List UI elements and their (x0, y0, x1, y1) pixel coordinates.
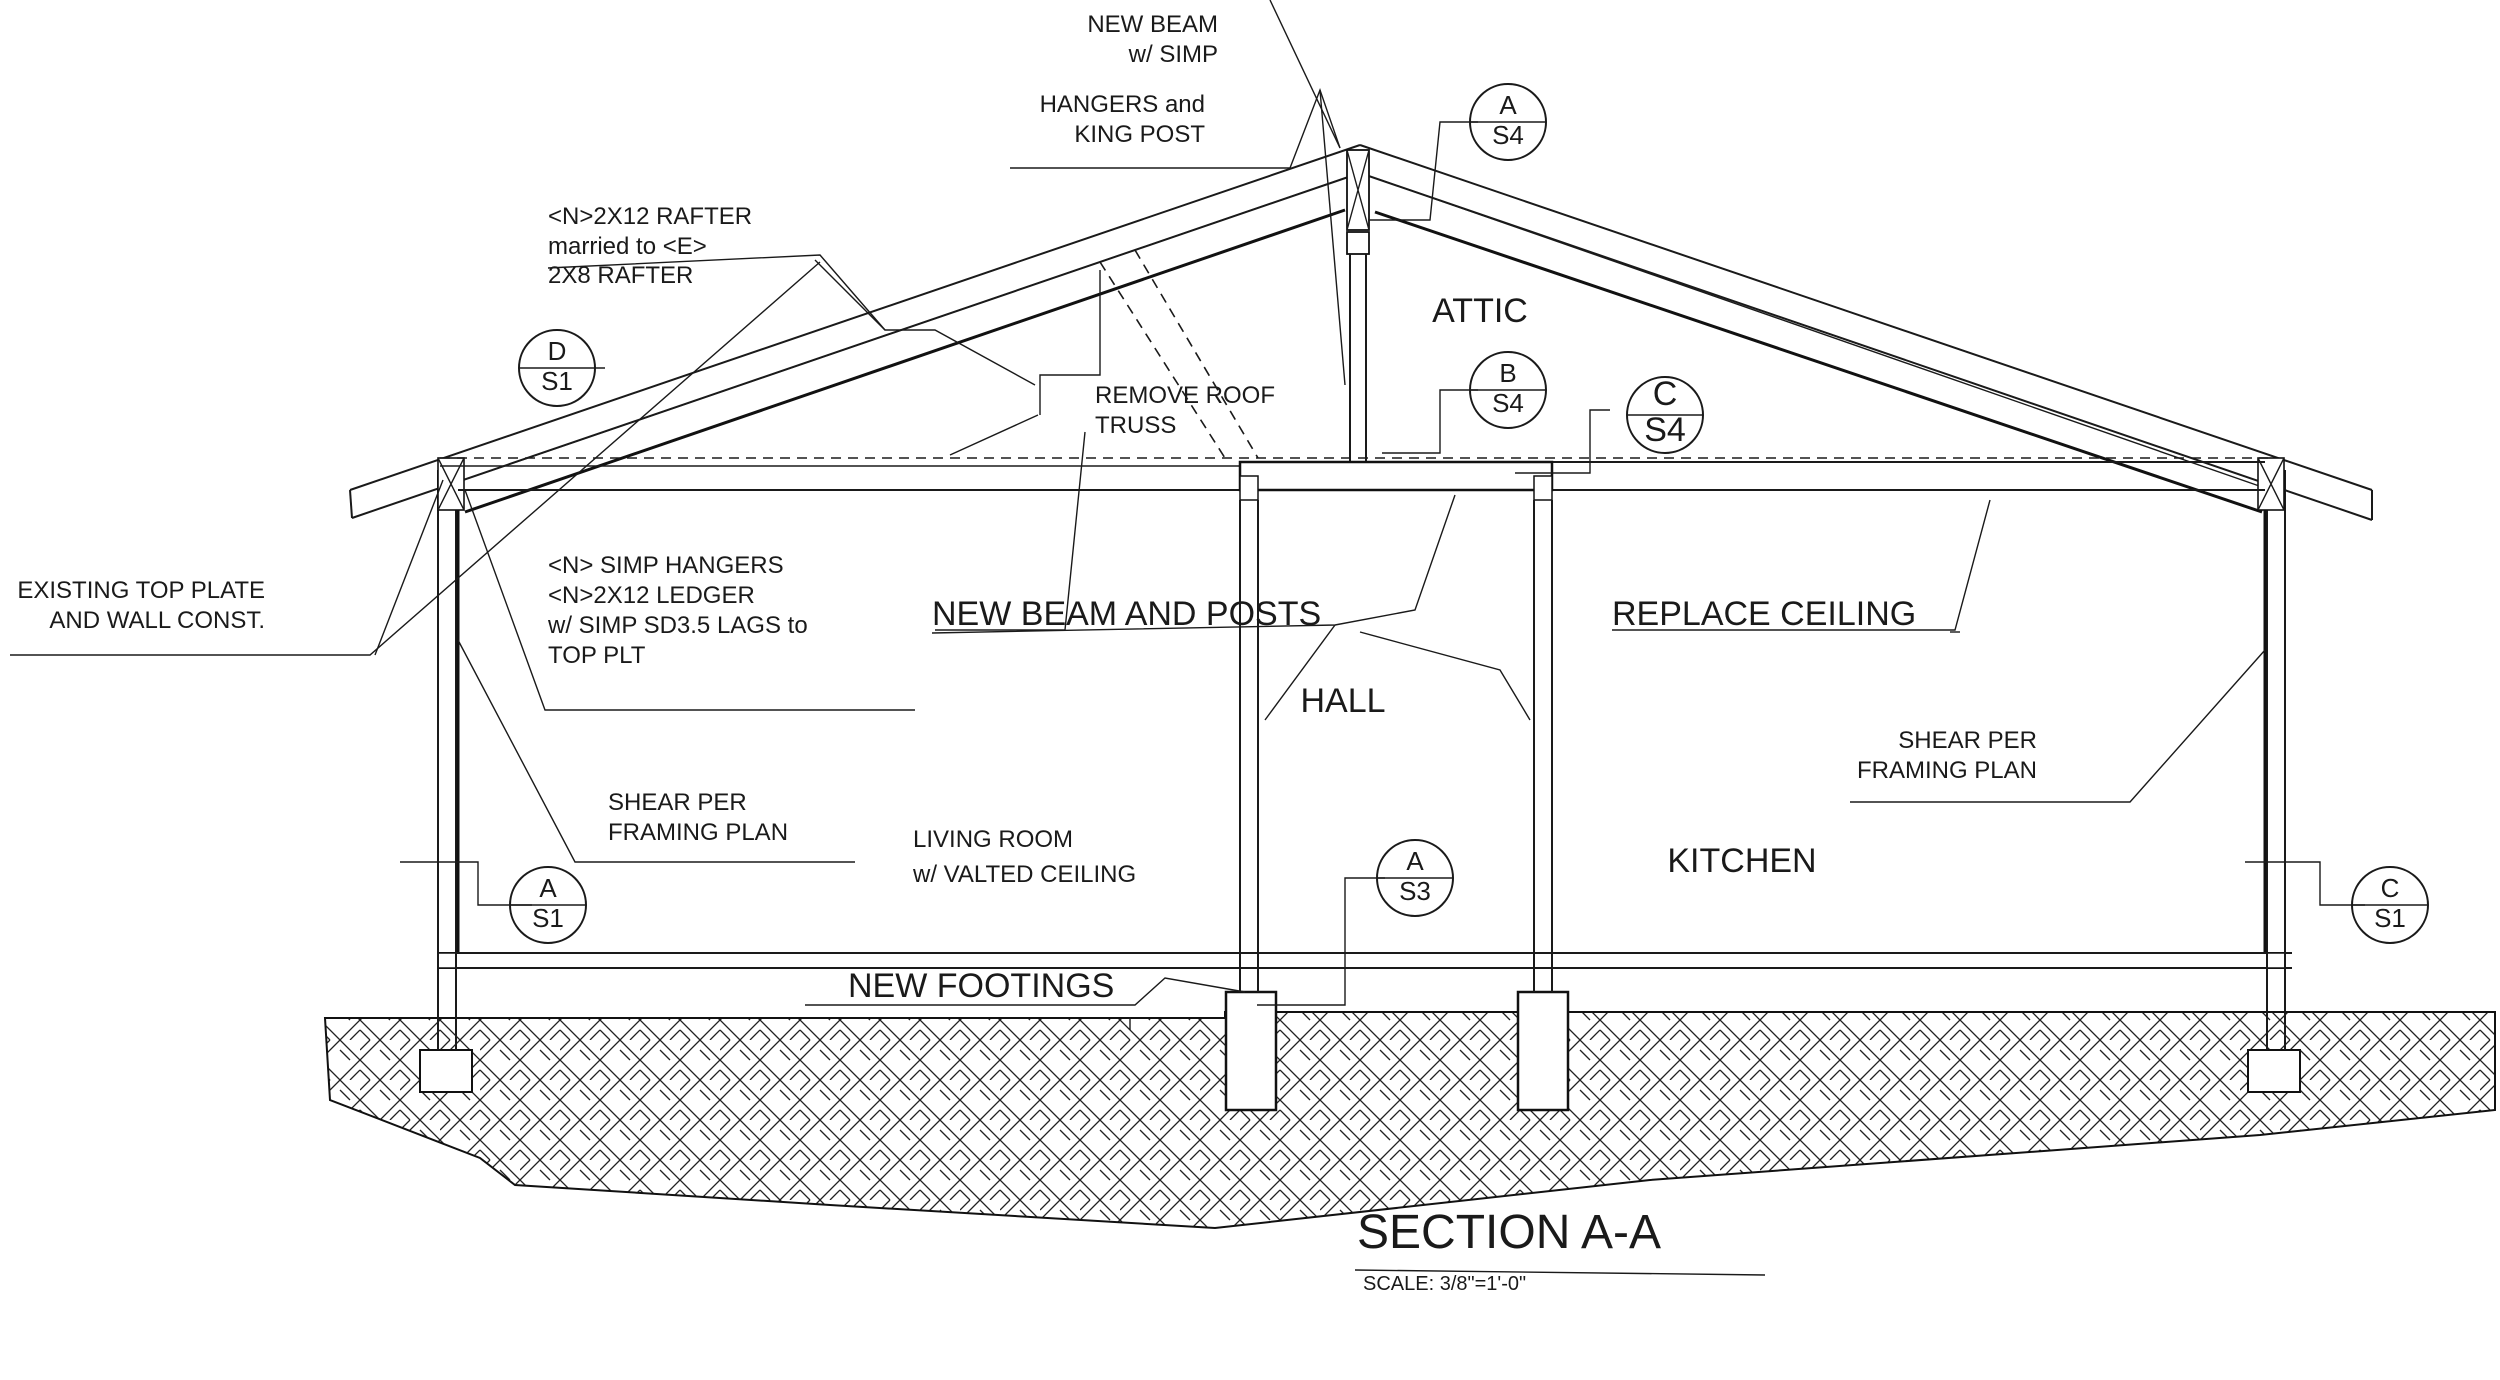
note-remove-truss-1: REMOVE ROOF (1095, 382, 1275, 409)
svg-text:S1: S1 (541, 366, 573, 396)
svg-text:A: A (1499, 90, 1517, 120)
footing-left-existing (419, 1049, 473, 1093)
section-tag-d-s1: D S1 (518, 329, 605, 407)
note-rafter-3: 2X8 RAFTER (548, 262, 693, 289)
note-top-plate-1: EXISTING TOP PLATE (17, 577, 265, 604)
note-simp-1: <N> SIMP HANGERS (548, 552, 784, 579)
note-shear-left-1: SHEAR PER (608, 789, 747, 816)
room-kitchen: KITCHEN (1667, 842, 1816, 880)
note-shear-right-1: SHEAR PER (1898, 727, 2037, 754)
footing-right-existing (2247, 1049, 2301, 1093)
scale-label: SCALE: 3/8"=1'-0" (1363, 1273, 1526, 1295)
section-tag-a-s1: A S1 (509, 866, 587, 944)
note-king-post: KING POST (1074, 121, 1205, 148)
note-top-plate-2: AND WALL CONST. (49, 607, 265, 634)
new-beam-and-posts (1238, 460, 1554, 992)
svg-text:S1: S1 (532, 903, 564, 933)
ceiling-lines (440, 249, 2268, 491)
new-beam (1238, 460, 1554, 492)
leader-lines (10, 0, 2365, 1276)
note-new-beam: NEW BEAM (1087, 11, 1218, 38)
section-tag-a-s4-top: A S4 (1469, 83, 1547, 161)
svg-text:C: C (1653, 375, 1678, 413)
svg-text:D: D (548, 336, 567, 366)
footings (419, 990, 2301, 1112)
room-attic: ATTIC (1432, 292, 1528, 330)
note-rafter-2: married to <E> (548, 233, 707, 260)
note-new-footings: NEW FOOTINGS (848, 967, 1114, 1005)
note-replace-ceiling: REPLACE CEILING (1612, 595, 1916, 633)
section-tag-a-s3: A S3 (1376, 839, 1454, 917)
note-remove-truss-2: TRUSS (1095, 412, 1176, 439)
room-living-2: w/ VALTED CEILING (912, 861, 1136, 888)
section-tag-c-s1: C S1 (2351, 866, 2429, 944)
svg-text:S4: S4 (1492, 120, 1524, 150)
svg-text:C: C (2381, 873, 2400, 903)
svg-text:S3: S3 (1399, 876, 1431, 906)
floor-lines (437, 952, 2292, 969)
svg-text:A: A (1406, 846, 1424, 876)
note-rafter-1: <N>2X12 RAFTER (548, 203, 752, 230)
note-new-beam-posts: NEW BEAM AND POSTS (932, 595, 1321, 633)
ground-hatch (323, 1011, 2496, 1230)
room-labels: ATTIC HALL LIVING ROOM w/ VALTED CEILING… (912, 292, 1817, 888)
note-hangers: HANGERS and (1040, 91, 1205, 118)
section-tags: A S4 D S1 B S4 C S4 A S1 (509, 83, 2429, 944)
note-w-simp: w/ SIMP (1128, 41, 1218, 68)
note-simp-4: TOP PLT (548, 642, 646, 669)
room-hall: HALL (1300, 682, 1385, 720)
svg-text:A: A (539, 873, 557, 903)
annotation-notes: NEW BEAM w/ SIMP HANGERS and KING POST <… (17, 11, 2037, 1005)
section-title: SECTION A-A (1357, 1206, 1661, 1259)
note-simp-2: <N>2X12 LEDGER (548, 582, 755, 609)
footing-new-1 (1224, 990, 1278, 1112)
svg-text:B: B (1499, 358, 1516, 388)
exterior-walls (437, 470, 2286, 1050)
svg-text:S4: S4 (1644, 411, 1686, 449)
svg-text:S1: S1 (2374, 903, 2406, 933)
footing-new-2 (1516, 990, 1570, 1112)
note-shear-left-2: FRAMING PLAN (608, 819, 788, 846)
section-tag-c-s4: C S4 (1626, 375, 1704, 454)
room-living-1: LIVING ROOM (913, 826, 1073, 853)
note-simp-3: w/ SIMP SD3.5 LAGS to (547, 612, 808, 639)
svg-text:S4: S4 (1492, 388, 1524, 418)
note-shear-right-2: FRAMING PLAN (1857, 757, 2037, 784)
king-post (1346, 149, 1370, 477)
section-tag-b-s4: B S4 (1469, 351, 1547, 429)
title-block: SECTION A-A SCALE: 3/8"=1'-0" (1357, 1206, 1661, 1295)
